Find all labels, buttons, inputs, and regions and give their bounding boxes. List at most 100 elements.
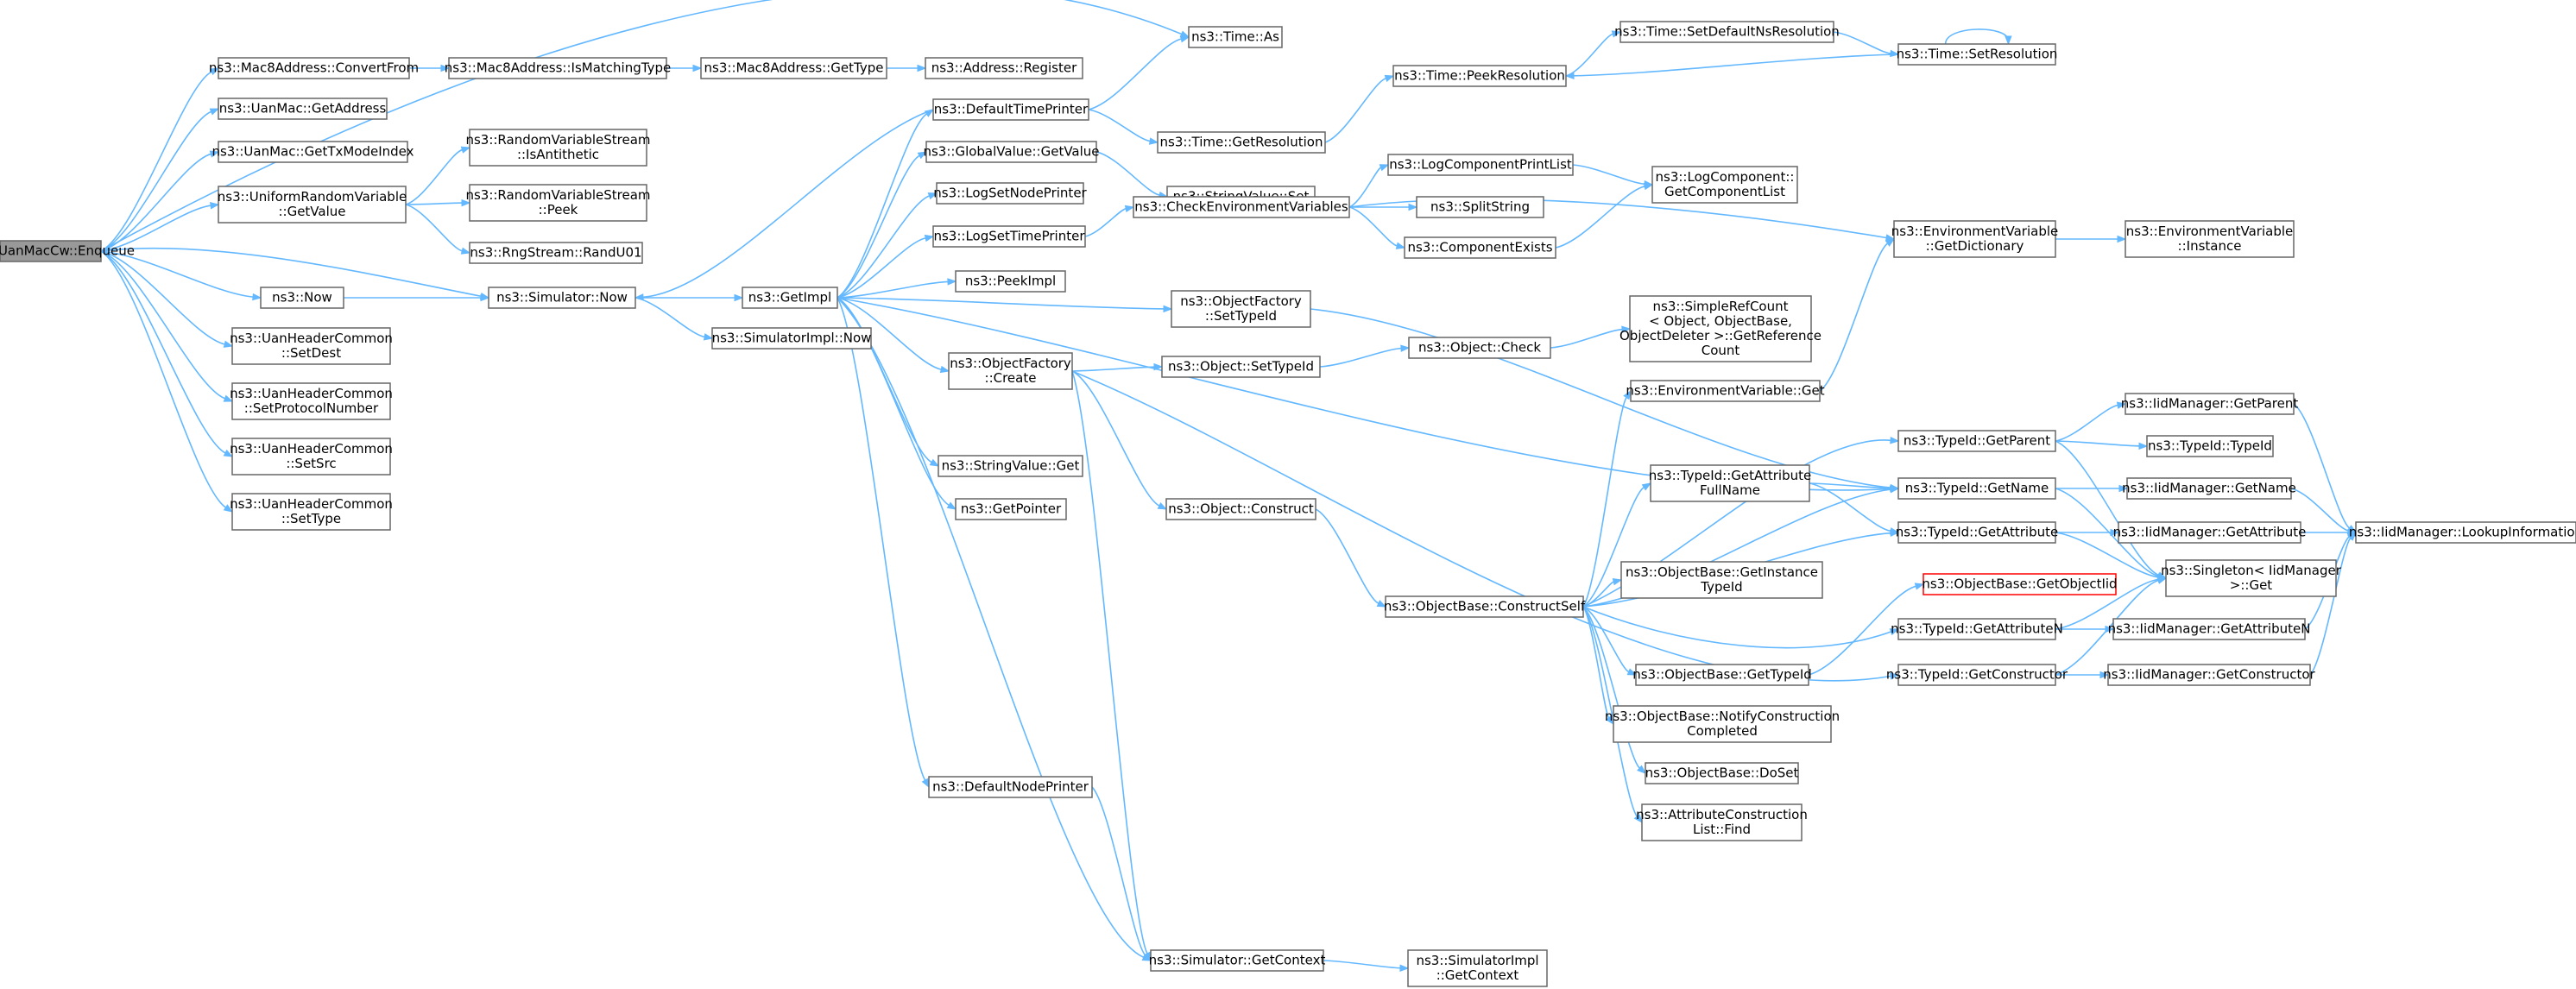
node-ns3-typeid-typeid[interactable]: ns3::TypeId::TypeId xyxy=(2146,435,2274,457)
node-ns3-mac8address-ismatchingtype[interactable]: ns3::Mac8Address::IsMatchingType xyxy=(445,57,671,79)
node-ns3-randomvariablestream-isantithetic[interactable]: ns3::RandomVariableStream::IsAntithetic xyxy=(465,129,651,167)
node-ns3-environmentvariable-getdictionary[interactable]: ns3::EnvironmentVariable::GetDictionary xyxy=(1891,220,2058,258)
node-ns3-objectbase-doset[interactable]: ns3::ObjectBase::DoSet xyxy=(1645,762,1799,784)
node-box xyxy=(231,382,391,420)
node-ns3-iidmanager-getattribute[interactable]: ns3::IidManager::GetAttribute xyxy=(2113,521,2307,544)
node-box xyxy=(231,493,391,531)
node-label: ::Create xyxy=(985,370,1037,386)
node-ns3-time-getresolution[interactable]: ns3::Time::GetResolution xyxy=(1157,131,1326,154)
node-ns3-getpointer[interactable]: ns3::GetPointer xyxy=(955,498,1067,520)
node-ns3-mac8address-convertfrom[interactable]: ns3::Mac8Address::ConvertFrom xyxy=(209,57,419,79)
node-ns3-logcomponentprintlist[interactable]: ns3::LogComponentPrintList xyxy=(1387,154,1574,176)
node-ns3-environmentvariable-instance[interactable]: ns3::EnvironmentVariable::Instance xyxy=(2125,220,2295,258)
node-ns3-globalvalue-getvalue[interactable]: ns3::GlobalValue::GetValue xyxy=(923,141,1100,163)
node-ns3-logsettimeprinter[interactable]: ns3::LogSetTimePrinter xyxy=(932,225,1086,248)
node-label: ::GetContext xyxy=(1436,967,1519,983)
node-ns3-uanheadercommon-setdest[interactable]: ns3::UanHeaderCommon::SetDest xyxy=(230,327,393,365)
node-label: ns3::TypeId::GetParent xyxy=(1904,433,2050,449)
node-label: ns3::LogComponentPrintList xyxy=(1389,157,1572,173)
node-ns3-defaultnodeprinter[interactable]: ns3::DefaultNodePrinter xyxy=(928,776,1093,798)
edge-obCS-to-obInst xyxy=(1582,578,1623,608)
node-ns3-time-setresolution[interactable]: ns3::Time::SetResolution xyxy=(1897,43,2058,66)
node-ns3-uanmaccw-enqueue[interactable]: ns3::UanMacCw::Enqueue xyxy=(0,240,135,262)
node-ns3-simulatorimpl-now[interactable]: ns3::SimulatorImpl::Now xyxy=(711,327,872,350)
node-box xyxy=(218,57,410,79)
edge-envGet-to-envDict xyxy=(1819,238,1896,392)
node-ns3-iidmanager-getconstructor[interactable]: ns3::IidManager::GetConstructor xyxy=(2103,664,2316,686)
node-ns3-object-settypeid[interactable]: ns3::Object::SetTypeId xyxy=(1161,356,1321,378)
node-ns3-iidmanager-getname[interactable]: ns3::IidManager::GetName xyxy=(2122,477,2296,500)
node-box xyxy=(1897,477,2056,500)
node-box xyxy=(488,287,636,309)
node-ns3-splitstring[interactable]: ns3::SplitString xyxy=(1416,196,1544,218)
node-label: ns3::ObjectFactory xyxy=(1180,293,1302,309)
node-ns3-uanheadercommon-setsrc[interactable]: ns3::UanHeaderCommon::SetSrc xyxy=(230,438,393,476)
node-label: ns3::ObjectBase::ConstructSelf xyxy=(1384,599,1586,614)
node-ns3-iidmanager-lookupinformation[interactable]: ns3::IidManager::LookupInformation xyxy=(2349,521,2576,544)
node-ns3-typeid-getattributen[interactable]: ns3::TypeId::GetAttributeN xyxy=(1891,618,2063,640)
node-ns3-componentexists[interactable]: ns3::ComponentExists xyxy=(1404,236,1556,259)
node-box xyxy=(2107,664,2311,686)
node-ns3-objectfactory-settypeid[interactable]: ns3::ObjectFactory::SetTypeId xyxy=(1171,290,1311,328)
node-box xyxy=(1620,561,1823,599)
node-ns3-objectfactory-create[interactable]: ns3::ObjectFactory::Create xyxy=(948,352,1073,390)
node-ns3-typeid-getattribute[interactable]: ns3::TypeId::GetAttribute xyxy=(1896,521,2058,544)
node-ns3-defaulttimeprinter[interactable]: ns3::DefaultTimePrinter xyxy=(932,98,1089,121)
node-ns3-uniformrandomvariable-getvalue[interactable]: ns3::UniformRandomVariable::GetValue xyxy=(218,186,407,224)
node-ns3-getimpl[interactable]: ns3::GetImpl xyxy=(742,287,838,309)
node-ns3-simulator-getcontext[interactable]: ns3::Simulator::GetContext xyxy=(1149,949,1326,972)
node-label: ns3::Time::SetResolution xyxy=(1897,47,2058,62)
node-ns3-time-as[interactable]: ns3::Time::As xyxy=(1188,26,1283,48)
node-ns3-simulatorimpl-getcontext[interactable]: ns3::SimulatorImpl::GetContext xyxy=(1407,949,1548,987)
node-box xyxy=(1157,131,1326,154)
node-ns3-objectbase-constructself[interactable]: ns3::ObjectBase::ConstructSelf xyxy=(1384,595,1586,618)
node-ns3-environmentvariable-get[interactable]: ns3::EnvironmentVariable::Get xyxy=(1626,380,1825,402)
node-ns3-logcomponent-getcomponentlist[interactable]: ns3::LogComponent::GetComponentList xyxy=(1651,166,1798,204)
node-ns3-mac8address-gettype[interactable]: ns3::Mac8Address::GetType xyxy=(700,57,887,79)
node-ns3-typeid-getconstructor[interactable]: ns3::TypeId::GetConstructor xyxy=(1886,664,2068,686)
node-ns3-simulator-now[interactable]: ns3::Simulator::Now xyxy=(488,287,636,309)
node-box xyxy=(2355,521,2576,544)
node-ns3-checkenvironmentvariables[interactable]: ns3::CheckEnvironmentVariables xyxy=(1133,196,1350,218)
node-ns3-peekimpl[interactable]: ns3::PeekImpl xyxy=(955,270,1066,293)
edge-root-to-uniform xyxy=(100,202,220,252)
edge-getImpl-to-simCtx xyxy=(837,297,1152,961)
node-ns3-uanheadercommon-settype[interactable]: ns3::UanHeaderCommon::SetType xyxy=(230,493,393,531)
node-box xyxy=(742,287,838,309)
node-ns3-objectbase-getobjectiid[interactable]: ns3::ObjectBase::GetObjectIid xyxy=(1922,573,2118,595)
node-ns3-objectbase-gettypeid[interactable]: ns3::ObjectBase::GetTypeId xyxy=(1632,664,1812,686)
node-ns3-now[interactable]: ns3::Now xyxy=(260,287,344,309)
node-ns3-time-setdefaultnsresolution[interactable]: ns3::Time::SetDefaultNsResolution xyxy=(1614,21,1840,43)
node-ns3-typeid-getname[interactable]: ns3::TypeId::GetName xyxy=(1897,477,2056,500)
node-box xyxy=(1897,430,2056,452)
node-ns3-object-check[interactable]: ns3::Object::Check xyxy=(1408,337,1551,359)
node-ns3-uanheadercommon-setprotocolnumber[interactable]: ns3::UanHeaderCommon::SetProtocolNumber xyxy=(230,382,393,420)
node-ns3-object-construct[interactable]: ns3::Object::Construct xyxy=(1165,498,1316,520)
edge-logPrint-to-logList xyxy=(1572,164,1654,188)
edge-setDefRes-to-setRes xyxy=(1833,31,1900,58)
edge-root-to-uanGetAddr xyxy=(100,108,220,252)
node-label: ns3::Simulator::GetContext xyxy=(1149,953,1326,968)
node-ns3-uanmac-gettxmodeindex[interactable]: ns3::UanMac::GetTxModeIndex xyxy=(212,141,414,163)
node-label: ns3::AttributeConstruction xyxy=(1636,807,1808,822)
node-ns3-iidmanager-getattributen[interactable]: ns3::IidManager::GetAttributeN xyxy=(2108,618,2311,640)
node-label: FullName xyxy=(1700,482,1760,498)
node-ns3-time-peekresolution[interactable]: ns3::Time::PeekResolution xyxy=(1392,65,1567,87)
node-ns3-randomvariablestream-peek[interactable]: ns3::RandomVariableStream::Peek xyxy=(465,184,651,222)
node-ns3-stringvalue-get[interactable]: ns3::StringValue::Get xyxy=(938,455,1083,477)
node-ns3-address-register[interactable]: ns3::Address::Register xyxy=(925,57,1083,79)
node-label: ::SetProtocolNumber xyxy=(244,400,379,416)
node-box xyxy=(260,287,344,309)
node-ns3-logsetnodeprinter[interactable]: ns3::LogSetNodePrinter xyxy=(933,182,1088,205)
node-ns3-rngstream-randu01[interactable]: ns3::RngStream::RandU01 xyxy=(469,242,643,264)
node-ns3-typeid-getparent[interactable]: ns3::TypeId::GetParent xyxy=(1897,430,2056,452)
node-ns3-singleton-iidmanager-get[interactable]: ns3::Singleton< IidManager >::Get xyxy=(2161,559,2342,597)
node-ns3-uanmac-getaddress[interactable]: ns3::UanMac::GetAddress xyxy=(218,98,388,120)
node-ns3-simplerefcount-object-objectbase-objectdeleter-getreferencecount[interactable]: ns3::SimpleRefCount< Object, ObjectBase,… xyxy=(1619,295,1822,362)
node-label: ::Instance xyxy=(2178,238,2242,254)
node-ns3-objectbase-notifyconstructioncompleted[interactable]: ns3::ObjectBase::NotifyConstructionCompl… xyxy=(1605,705,1840,743)
node-ns3-iidmanager-getparent[interactable]: ns3::IidManager::GetParent xyxy=(2121,393,2299,415)
